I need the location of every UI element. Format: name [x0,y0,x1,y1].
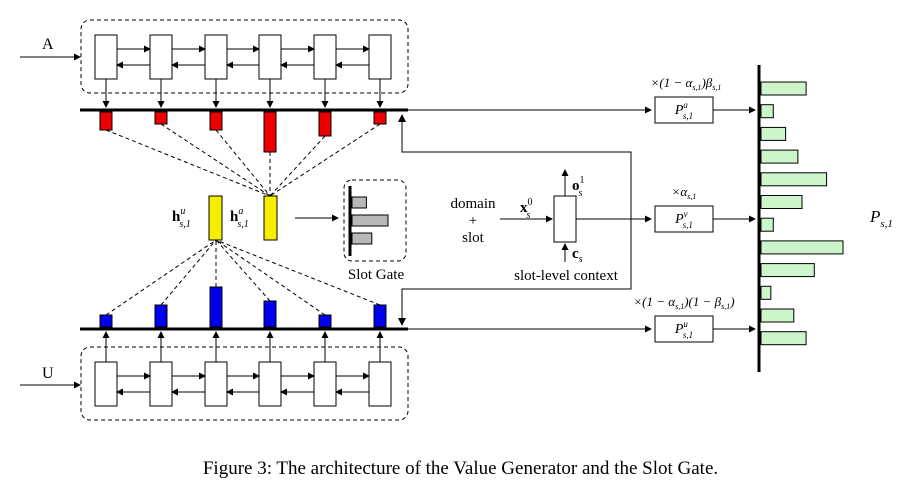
encoder-u-cell [368,361,392,407]
slot-gate-bars [351,196,389,245]
final-distribution-bar [760,308,795,323]
slot-gate-label: Slot Gate [348,267,405,283]
attention-a-line [105,129,271,197]
attention-a-bar [263,111,277,153]
attention-u-line [160,239,217,306]
attention-a-bar [373,111,387,125]
attention-u [99,286,387,328]
attention-u-line [105,239,217,316]
final-distribution-bar [760,285,772,300]
input-a-label: A [42,36,54,53]
encoder-u-cells [94,331,392,407]
final-distribution-bar [760,195,803,209]
slot-gate-box [343,179,407,262]
input-u-label: U [42,365,54,382]
plus-label: + [469,213,477,229]
encoder-a-cell [368,34,392,80]
encoder-a-cell [258,34,282,80]
final-distribution-bars [760,81,844,346]
final-distribution-bar [760,240,844,255]
domain-label: domain [451,196,496,212]
attention-a-bar [99,111,113,131]
decoder-cell [553,195,577,243]
attention-u-bar [373,304,387,328]
attention-a [99,111,387,153]
pu-box [654,315,714,343]
final-distribution-bar [760,149,799,164]
attention-a-bar [209,111,223,131]
pa-box [654,96,714,124]
slot-gate-bar [351,214,389,227]
attention-u-line [215,239,271,302]
pv-weight-label: ×αs,1 [672,184,697,201]
final-distribution-bar [760,81,807,96]
encoder-a-cell [313,34,337,80]
attention-u-bar [154,304,168,328]
attention-a-line [215,129,271,197]
slot-gate-bar [351,196,367,209]
slot-label: slot [462,230,485,246]
encoder-u-cell [204,361,228,407]
context-loop-arrowhead-top [398,114,406,122]
attention-u-lines [105,239,381,316]
final-distribution-bar [760,104,774,119]
pu-weight-label: ×(1 − αs,1)(1 − βs,1) [633,294,734,311]
context-loop-line [401,122,632,324]
encoder-a-cell [94,34,118,80]
pa-weight-label: ×(1 − αs,1)βs,1 [651,75,722,92]
encoder-a-dashed-box [80,19,409,94]
attention-a-line [160,123,271,197]
encoder-a-cells [94,34,392,108]
context-label: cs [572,246,583,265]
encoder-u-dashed-box [80,346,409,421]
figure-caption: Figure 3: The architecture of the Value … [202,458,719,479]
final-label: Ps,1 [869,207,893,230]
final-distribution-bar [760,331,807,346]
hidden-a-bar [263,195,278,241]
attention-u-line [215,239,381,306]
encoder-a-cell [204,34,228,80]
encoder-u-cell [149,361,173,407]
attention-u-line [215,239,326,316]
encoder-a-cell [149,34,173,80]
attention-u-bar [209,286,223,328]
attention-a-line [269,123,381,197]
final-distribution-bar [760,172,828,187]
slot-gate-bar [351,232,373,245]
attention-a-lines [105,123,381,197]
final-distribution-bar [760,126,787,141]
encoder-u-cell [258,361,282,407]
encoder-u-cell [313,361,337,407]
encoder-u-cell [94,361,118,407]
attention-a-bar [154,111,168,125]
final-distribution-bar [760,217,774,232]
hidden-u-bar [208,195,223,241]
attention-u-bar [99,314,113,328]
attention-u-bar [263,300,277,328]
attention-u-bar [318,314,332,328]
attention-a-line [269,135,326,197]
context-loop-arrowhead-bottom [398,318,406,326]
attention-a-bar [318,111,332,137]
final-distribution-bar [760,263,815,278]
slot-level-context-label: slot-level context [514,268,619,284]
